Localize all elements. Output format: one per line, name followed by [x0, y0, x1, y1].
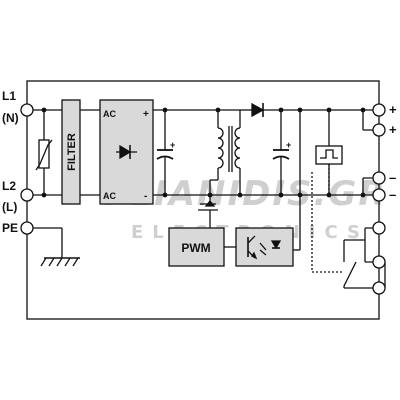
terminal-relay-2	[372, 255, 386, 269]
label-l2: L2	[2, 179, 16, 193]
terminal-l1	[20, 103, 34, 117]
label-l1: L1	[2, 89, 16, 103]
cap-plus-1-label: +	[170, 140, 175, 150]
label-l1-alt: (N)	[2, 111, 19, 125]
mosfet-switch	[198, 195, 218, 228]
terminal-out-plus-1	[372, 103, 386, 117]
junction-dots	[41, 107, 366, 198]
terminal-relay-3	[372, 281, 386, 295]
rect-ac-top-label: AC	[103, 109, 116, 119]
pwm-label: PWM	[181, 241, 210, 255]
optocoupler-icon	[247, 235, 282, 260]
rectifier-diode-icon	[116, 144, 137, 160]
terminal-out-minus-2	[372, 188, 386, 202]
relay-linkage	[311, 172, 342, 273]
rect-ac-bottom-label: AC	[103, 191, 116, 201]
out-minus-1-label: –	[389, 170, 396, 185]
terminal-out-minus-1	[372, 171, 386, 185]
filter-block	[61, 99, 81, 205]
out-plus-2-label: +	[389, 122, 397, 137]
varistor-symbol	[38, 139, 50, 169]
relay-coil	[315, 145, 343, 165]
terminal-relay-1	[372, 221, 386, 235]
rect-plus-label: +	[143, 109, 149, 120]
optocoupler-block	[235, 227, 294, 267]
output-diode-icon	[251, 102, 265, 118]
bulk-capacitor	[156, 149, 174, 160]
ground-symbol	[40, 257, 80, 267]
out-minus-2-label: –	[389, 187, 396, 202]
transformer-secondary	[234, 127, 241, 169]
output-capacitor	[272, 149, 290, 160]
label-pe: PE	[2, 221, 18, 235]
pwm-block	[168, 227, 225, 267]
terminal-pe	[20, 221, 34, 235]
rect-minus-label: -	[144, 191, 147, 202]
transformer-primary	[217, 127, 224, 169]
label-l2-alt: (L)	[2, 200, 17, 214]
relay-contact	[343, 261, 357, 287]
terminal-l2	[20, 188, 34, 202]
cap-plus-2-label: +	[286, 140, 291, 150]
filter-label: FILTER	[66, 133, 78, 171]
terminal-out-plus-2	[372, 123, 386, 137]
out-plus-1-label: +	[389, 102, 397, 117]
